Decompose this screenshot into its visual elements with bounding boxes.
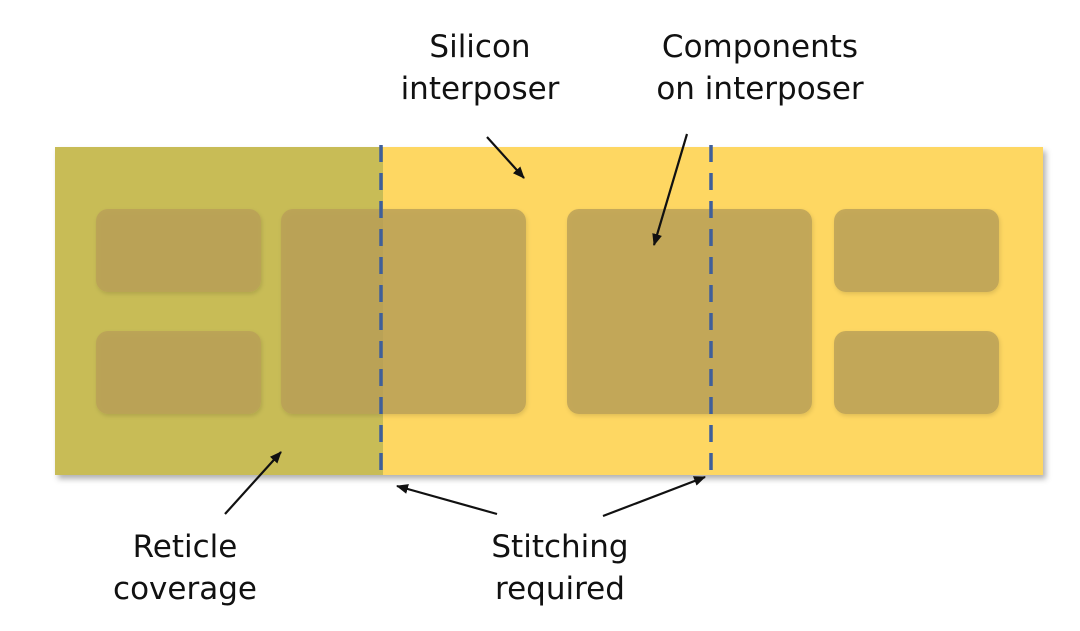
arrow-reticle-coverage	[224, 451, 282, 515]
label-silicon-interposer-line2: interposer	[400, 71, 560, 107]
component-center-left	[281, 209, 526, 414]
label-components-on-interposer: Components on interposer	[630, 26, 890, 110]
component-right-bottom	[834, 331, 999, 414]
arrow-stitching-left	[396, 484, 498, 516]
component-left-top	[96, 209, 261, 292]
component-left-bottom	[96, 331, 261, 414]
arrows	[224, 133, 706, 518]
label-stitching-required: Stitching required	[460, 526, 660, 610]
arrow-stitching-right	[602, 475, 706, 518]
arrow-silicon-interposer	[486, 136, 525, 179]
label-stitching-line2: required	[495, 571, 625, 607]
components	[96, 209, 999, 414]
component-right-top	[834, 209, 999, 292]
label-silicon-interposer-line1: Silicon	[429, 29, 531, 65]
label-stitching-line1: Stitching	[491, 529, 629, 565]
label-reticle-line2: coverage	[113, 571, 257, 607]
label-reticle-coverage: Reticle coverage	[95, 526, 275, 610]
label-silicon-interposer: Silicon interposer	[380, 26, 580, 110]
label-components-line2: on interposer	[656, 71, 864, 107]
label-reticle-line1: Reticle	[132, 529, 238, 565]
arrow-components	[652, 133, 689, 246]
component-center-right	[567, 209, 812, 414]
label-components-line1: Components	[661, 29, 859, 65]
